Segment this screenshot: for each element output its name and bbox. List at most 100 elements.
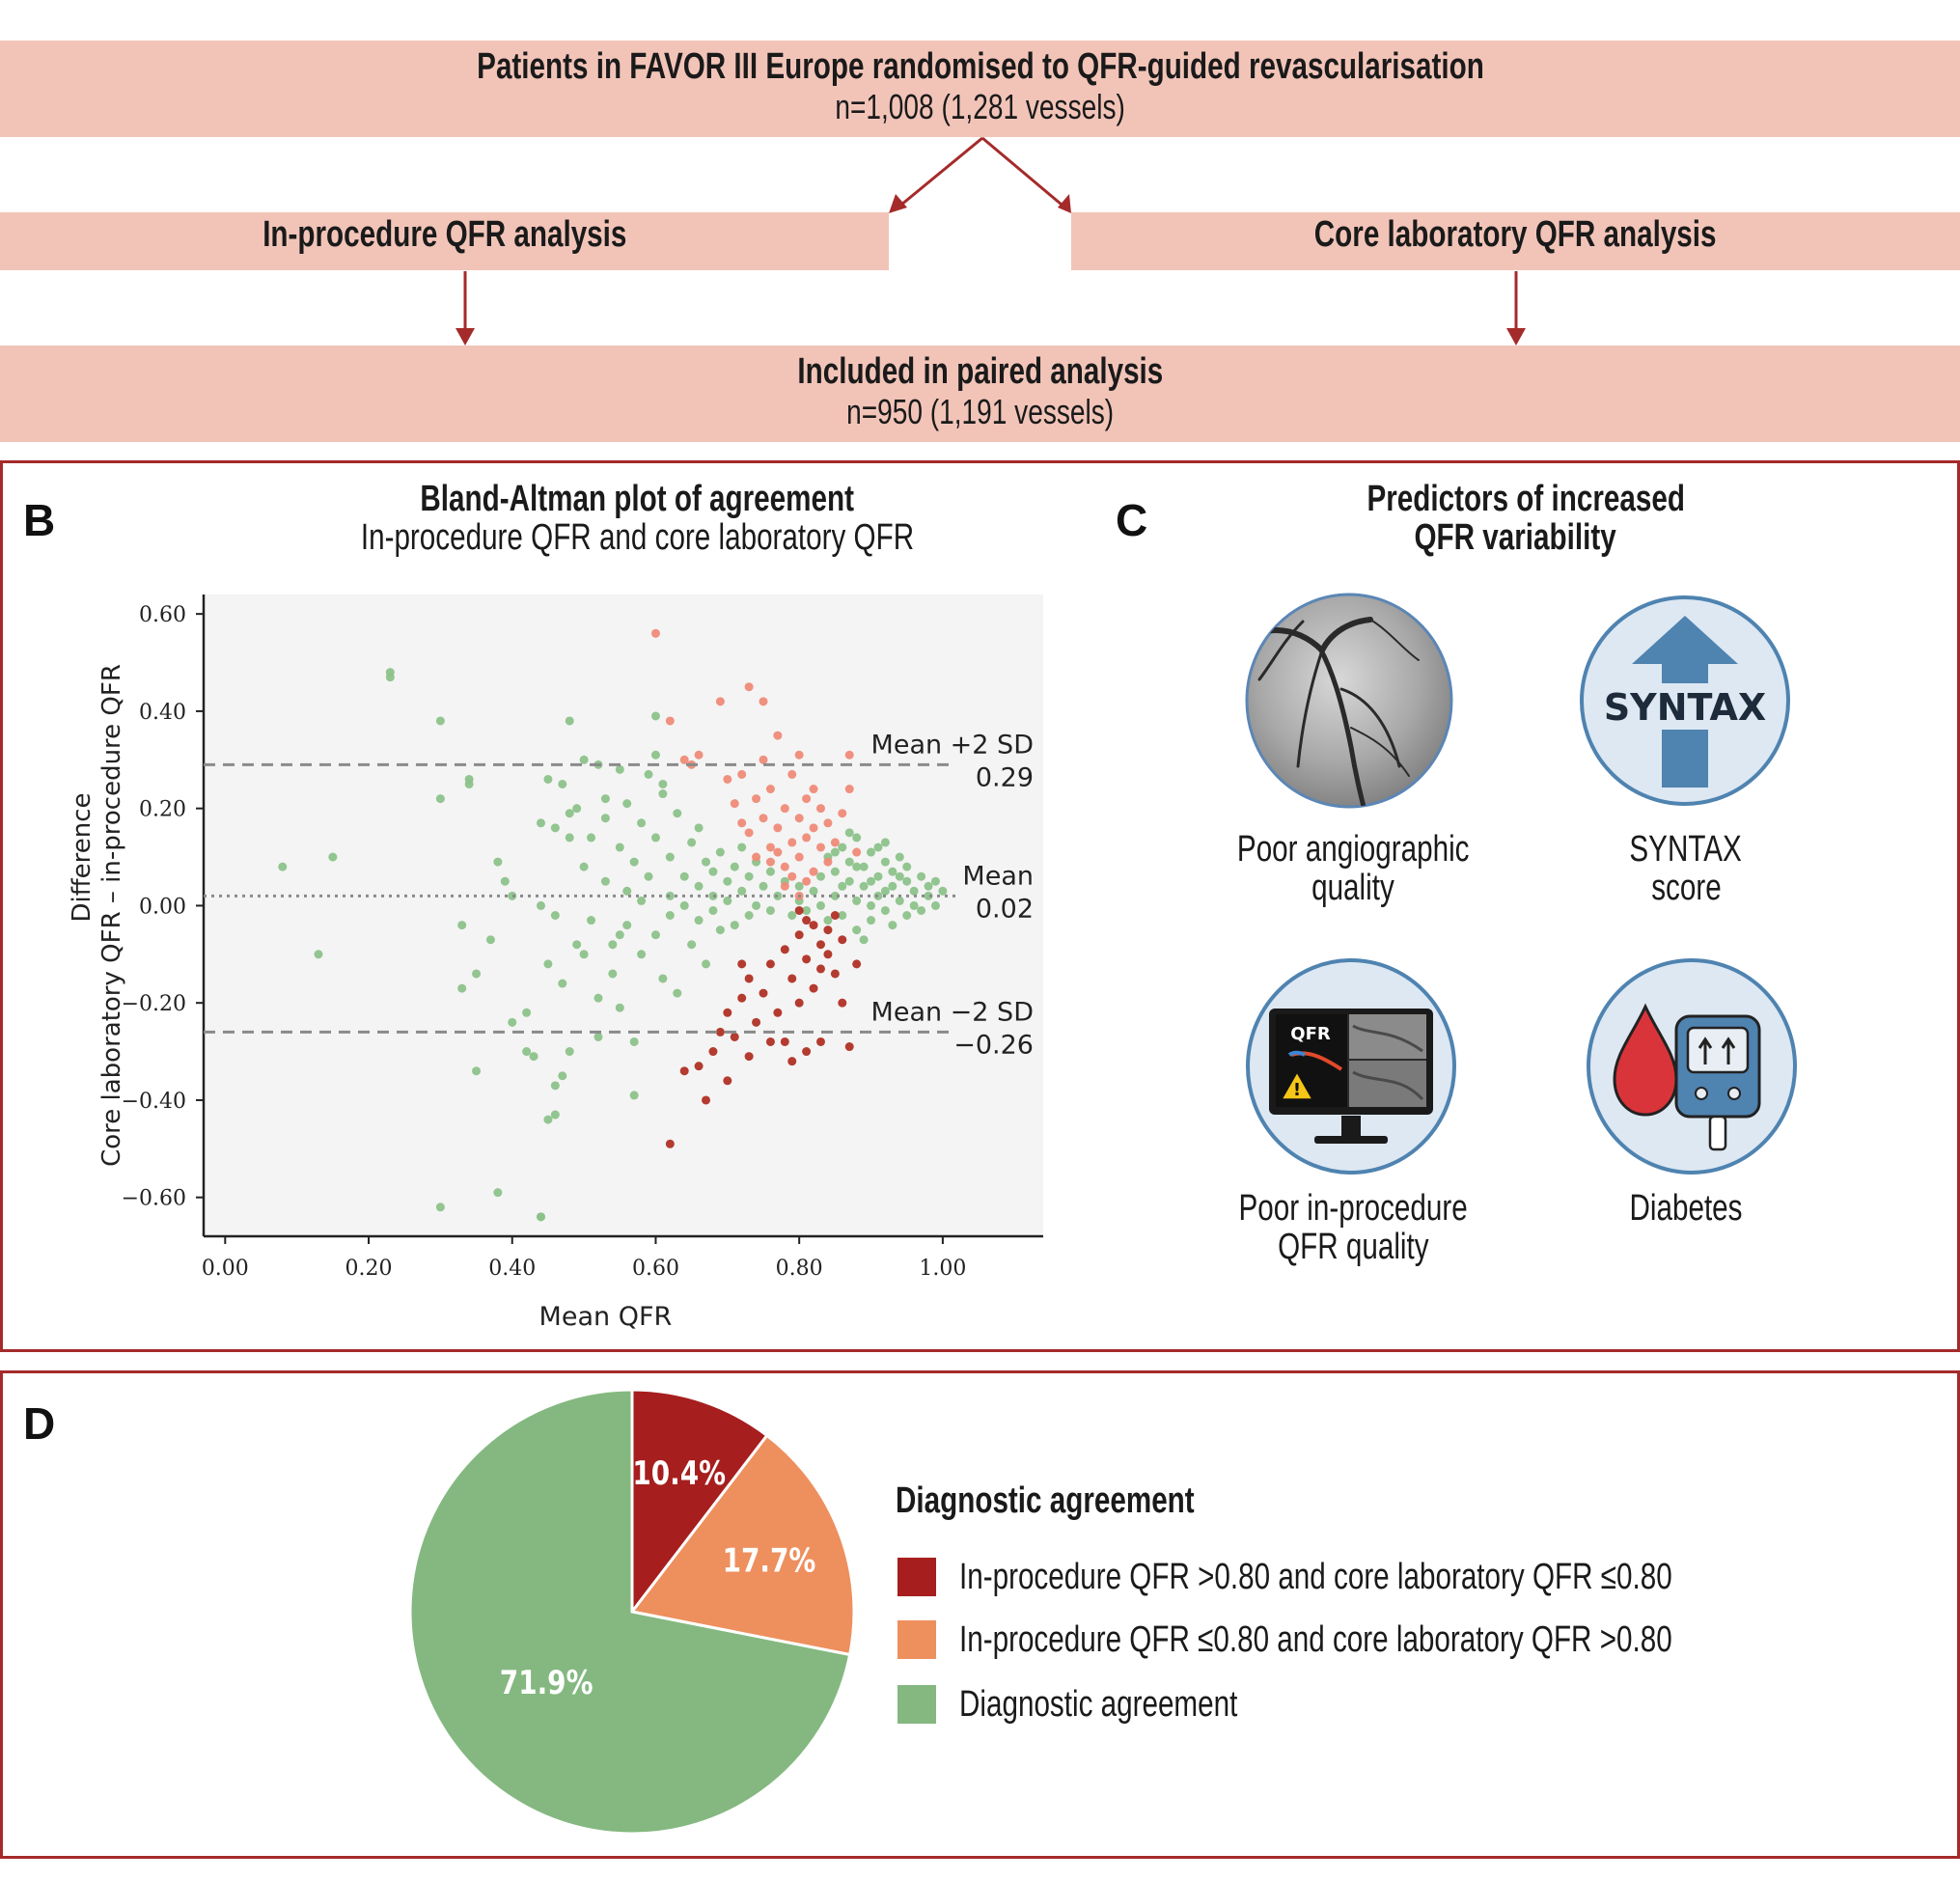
scatter-point	[493, 1188, 503, 1198]
scatter-point	[780, 881, 789, 891]
scatter-point	[917, 871, 926, 881]
panel-c-title-line2-wrap: QFR variability	[1322, 517, 1708, 559]
scatter-point	[550, 823, 560, 833]
legend-item-2: In-procedure QFR ≤0.80 and core laborato…	[897, 1618, 1873, 1661]
scatter-point	[815, 1037, 825, 1046]
scatter-point	[565, 716, 574, 726]
x-tick-label: 0.60	[632, 1257, 679, 1281]
scatter-point	[830, 867, 840, 876]
left-band-label-wrap: In-procedure QFR analysis	[0, 214, 889, 256]
scatter-point	[658, 789, 668, 799]
scatter-point	[794, 905, 804, 915]
scatter-point	[844, 876, 854, 886]
scatter-point	[730, 862, 739, 871]
scatter-point	[679, 1066, 689, 1076]
scatter-point	[650, 750, 660, 760]
diabetes-label: Diabetes	[1512, 1189, 1860, 1228]
legend-swatch-1	[897, 1558, 936, 1596]
pie-label-1: 10.4%	[632, 1455, 726, 1493]
scatter-point	[464, 779, 474, 788]
top-band-title-wrap: Patients in FAVOR III Europe randomised …	[0, 46, 1960, 88]
scatter-point	[794, 814, 804, 823]
scatter-point	[579, 862, 589, 871]
scatter-point	[765, 905, 775, 915]
scatter-point	[702, 959, 711, 969]
scatter-point	[715, 926, 725, 935]
scatter-point	[938, 886, 948, 896]
scatter-point	[687, 940, 697, 950]
x-tick-label: 0.20	[345, 1257, 393, 1281]
scatter-point	[759, 988, 768, 998]
scatter-point	[730, 921, 739, 930]
flow-arrows	[455, 136, 1526, 346]
scatter-point	[852, 847, 862, 857]
ref-value-mean: 0.02	[976, 894, 1034, 924]
left-band-label: In-procedure QFR analysis	[262, 214, 627, 255]
scatter-point	[867, 900, 876, 910]
panel-b-title-wrap: Bland-Altman plot of agreement	[251, 479, 1023, 520]
scatter-point	[844, 750, 854, 760]
scatter-point	[744, 911, 754, 920]
scatter-point	[787, 769, 797, 779]
scatter-point	[880, 838, 890, 847]
scatter-point	[730, 1032, 739, 1041]
scatter-point	[809, 983, 818, 993]
scatter-point	[844, 857, 854, 867]
scatter-point	[744, 974, 754, 983]
scatter-point	[658, 974, 668, 983]
scatter-point	[794, 852, 804, 862]
x-tick-label: 0.80	[776, 1257, 823, 1281]
scatter-point	[737, 993, 747, 1003]
scatter-point	[314, 950, 323, 959]
pie-legend-title-wrap: Diagnostic agreement	[896, 1480, 1279, 1522]
scatter-point	[815, 964, 825, 974]
scatter-point	[550, 1081, 560, 1091]
scatter-point	[794, 881, 804, 891]
scatter-point	[752, 900, 761, 910]
scatter-point	[737, 769, 747, 779]
scatter-point	[844, 828, 854, 838]
y-tick-label: 0.60	[139, 603, 186, 627]
scatter-point	[673, 988, 682, 998]
scatter-point	[702, 857, 711, 867]
scatter-point	[830, 969, 840, 979]
scatter-point	[802, 794, 812, 804]
qfr-quality-label-line1: Poor in-procedure	[1238, 1188, 1468, 1229]
scatter-point	[830, 911, 840, 920]
panel-c-title-line1: Predictors of increased	[1366, 479, 1685, 519]
scatter-point	[572, 940, 582, 950]
scatter-point	[543, 1115, 553, 1124]
scatter-point	[802, 916, 812, 926]
right-band	[1071, 212, 1960, 270]
scatter-point	[637, 818, 647, 828]
scatter-point	[838, 998, 847, 1008]
panel-b-subtitle: In-procedure QFR and core laboratory QFR	[360, 517, 914, 558]
ref-label-mean: Mean	[962, 861, 1034, 891]
panel-c-title-line2: QFR variability	[1414, 517, 1616, 558]
scatter-point	[723, 1008, 732, 1017]
scatter-point	[679, 900, 689, 910]
scatter-point	[328, 852, 338, 862]
scatter-point	[895, 896, 904, 905]
scatter-point	[773, 1008, 783, 1017]
scatter-point	[708, 1047, 718, 1057]
scatter-point	[565, 833, 574, 843]
right-band-label: Core laboratory QFR analysis	[1314, 214, 1717, 255]
scatter-point	[629, 1091, 639, 1100]
top-band-subtitle-wrap: n=1,008 (1,281 vessels)	[0, 87, 1960, 127]
scatter-point	[815, 804, 825, 814]
scatter-point	[895, 852, 904, 862]
scatter-point	[679, 871, 689, 881]
scatter-point	[823, 818, 833, 828]
y-tick-label: −0.40	[122, 1090, 186, 1114]
scatter-point	[594, 1032, 603, 1041]
scatter-point	[715, 697, 725, 706]
scatter-point	[565, 809, 574, 818]
scatter-point	[759, 814, 768, 823]
scatter-point	[723, 876, 732, 886]
scatter-point	[838, 911, 847, 920]
angio-label-line1: Poor angiographic	[1236, 829, 1470, 870]
scatter-point	[694, 916, 704, 926]
ref-value-upper: 0.29	[976, 762, 1034, 792]
scatter-point	[815, 843, 825, 852]
